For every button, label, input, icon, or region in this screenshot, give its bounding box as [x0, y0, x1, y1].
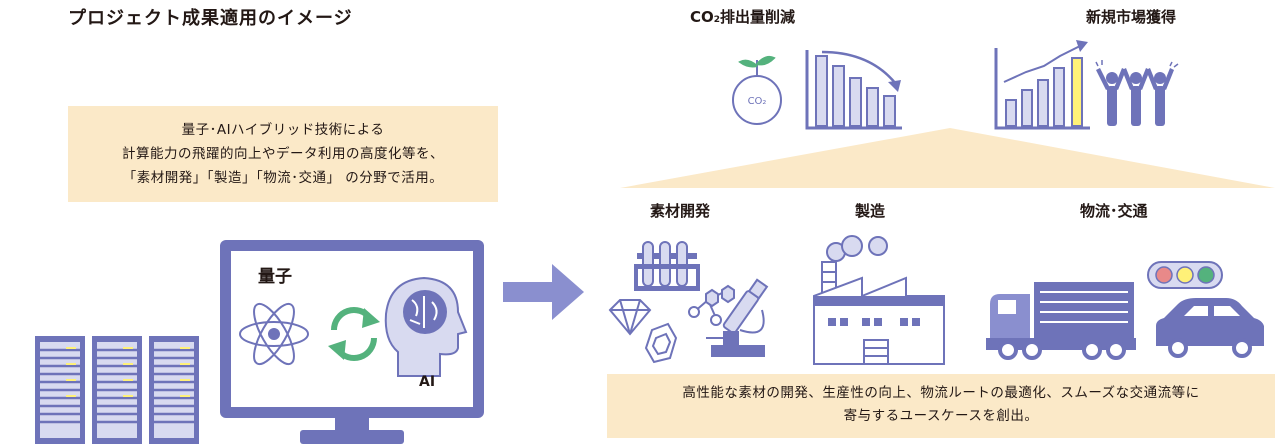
materials-label: 素材開発	[650, 202, 711, 220]
co2-icon-text: CO₂	[748, 96, 767, 107]
note-line: 計算能力の飛躍的向上やデータ利用の高度化等を、	[122, 146, 444, 162]
atom-icon	[239, 302, 309, 366]
logistics-label: 物流･交通	[1080, 202, 1148, 220]
ai-brain-head-icon	[384, 276, 468, 377]
cheering-people-icon	[1095, 60, 1179, 126]
new-market-label: 新規市場獲得	[1086, 8, 1177, 26]
cycle-arrowheads	[328, 308, 380, 360]
microscope-icon	[706, 278, 769, 357]
molecule-icon	[688, 284, 735, 326]
factory-icon	[813, 235, 945, 365]
increasing-bar-chart-icon	[994, 40, 1090, 130]
note-line: 寄与するユースケースを創出。	[843, 408, 1039, 424]
diamond-icon	[608, 299, 652, 336]
test-tubes-icon	[634, 241, 700, 291]
note-line: 量子･AIハイブリッド技術による	[181, 122, 385, 138]
ai-label: AI	[419, 374, 436, 390]
flow-arrow	[503, 264, 584, 320]
manufacturing-label: 製造	[855, 202, 886, 220]
co2-suffix: 排出量削減	[720, 8, 796, 26]
car-icon	[1156, 298, 1264, 358]
decreasing-bar-chart-icon	[805, 50, 902, 130]
truck-icon	[986, 282, 1136, 360]
page-title: プロジェクト成果適用のイメージ	[68, 8, 353, 29]
outcome-roof-shape	[620, 128, 1275, 188]
co2-reduction-label: CO2排出量削減	[690, 6, 795, 27]
server-rack-icon	[35, 336, 199, 444]
application-summary-note: 量子･AIハイブリッド技術による 計算能力の飛躍的向上やデータ利用の高度化等を、…	[68, 106, 498, 202]
co2-cycle-icon	[732, 55, 782, 125]
quantum-label: 量子	[258, 267, 292, 287]
co2-prefix: CO	[690, 8, 714, 26]
co2-subscript: 2	[713, 15, 721, 25]
traffic-light-icon	[1147, 261, 1223, 289]
note-line: 「素材開発」「製造」「物流･交通」 の分野で活用。	[122, 170, 444, 186]
gem-icon	[644, 322, 678, 364]
note-line: 高性能な素材の開発、生産性の向上、物流ルートの最適化、スムーズな交通流等に	[682, 385, 1200, 401]
use-case-summary-note: 高性能な素材の開発、生産性の向上、物流ルートの最適化、スムーズな交通流等に 寄与…	[607, 374, 1275, 438]
